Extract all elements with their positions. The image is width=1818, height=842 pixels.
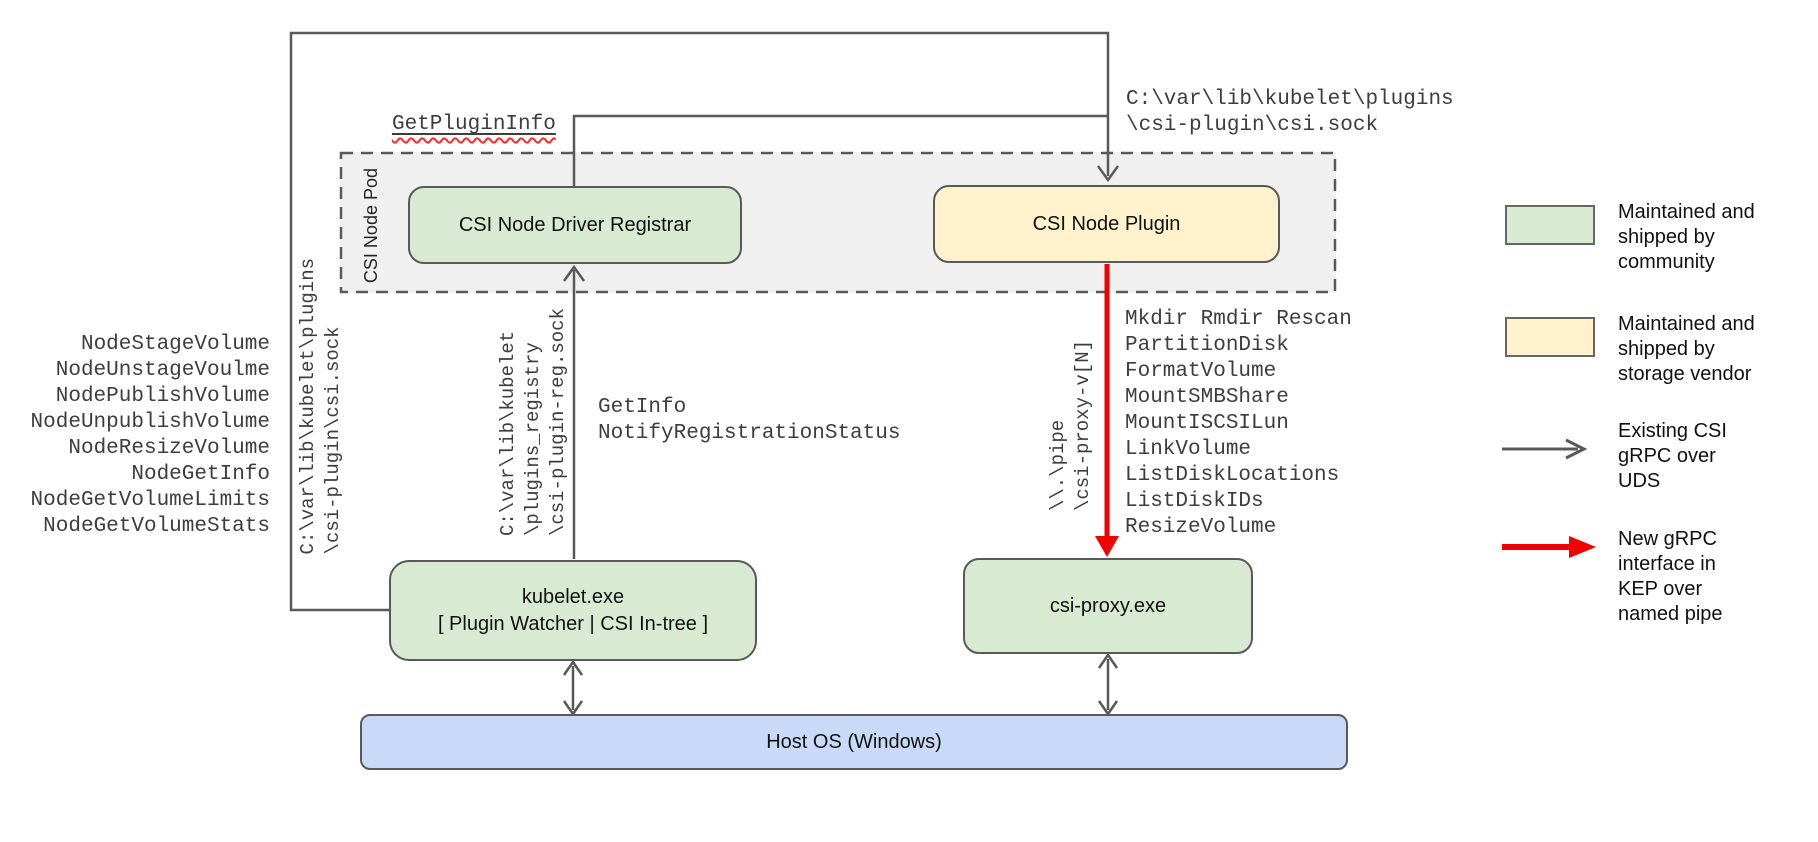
kubelet-node: kubelet.exe [ Plugin Watcher | CSI In-tr… bbox=[389, 560, 757, 661]
legend-community-label: Maintained and shipped by community bbox=[1618, 201, 1755, 273]
existing-grpc-arrow-icon bbox=[1502, 438, 1588, 460]
proxy-host-arrowhead-up bbox=[1097, 652, 1119, 669]
host-os-node: Host OS (Windows) bbox=[360, 714, 1348, 770]
registration-methods-list: GetInfo NotifyRegistrationStatus bbox=[598, 396, 901, 445]
kubelet-host-arrowhead-down bbox=[562, 700, 584, 717]
proxy-methods-list: Mkdir Rmdir Rescan PartitionDisk FormatV… bbox=[1125, 308, 1352, 539]
named-pipe-path-label-vertical: \\.\pipe \csi-proxy-v[N] bbox=[1047, 340, 1094, 512]
plugin-label: CSI Node Plugin bbox=[1032, 212, 1181, 235]
new-grpc-arrow-icon bbox=[1502, 536, 1596, 558]
get-plugin-info-label: GetPluginInfo bbox=[392, 113, 556, 136]
csi-node-plugin-node: CSI Node Plugin bbox=[933, 185, 1280, 263]
proxy-red-arrowhead bbox=[1095, 536, 1119, 557]
vendor-swatch bbox=[1505, 317, 1595, 357]
community-swatch bbox=[1505, 205, 1595, 245]
csi-proxy-label: csi-proxy.exe bbox=[1049, 594, 1167, 617]
host-os-label: Host OS (Windows) bbox=[766, 730, 942, 753]
node-methods-list: NodeStageVolume NodeUnstageVoulme NodePu… bbox=[30, 333, 270, 538]
csi-sock-path-label-vertical: C:\var\lib\kubelet\plugins \csi-plugin\c… bbox=[297, 258, 344, 555]
csi-sock-path-label: C:\var\lib\kubelet\plugins \csi-plugin\c… bbox=[1126, 88, 1454, 137]
registry-sock-path-label-vertical: C:\var\lib\kubelet \plugins_registry \cs… bbox=[497, 308, 569, 537]
legend-vendor-label: Maintained and shipped by storage vendor bbox=[1618, 313, 1755, 385]
kubelet-label: kubelet.exe [ Plugin Watcher | CSI In-tr… bbox=[437, 585, 709, 635]
proxy-host-arrowhead-down bbox=[1097, 700, 1119, 717]
csi-node-driver-registrar-node: CSI Node Driver Registrar bbox=[408, 186, 742, 264]
kubelet-host-arrowhead-up bbox=[562, 659, 584, 676]
csi-proxy-node: csi-proxy.exe bbox=[963, 558, 1253, 654]
csi-node-pod-label: CSI Node Pod bbox=[361, 168, 381, 284]
registrar-label: CSI Node Driver Registrar bbox=[458, 213, 692, 236]
legend-existing-grpc-label: Existing CSI gRPC over UDS bbox=[1618, 420, 1727, 492]
legend-new-grpc-label: New gRPC interface in KEP over named pip… bbox=[1618, 528, 1723, 625]
